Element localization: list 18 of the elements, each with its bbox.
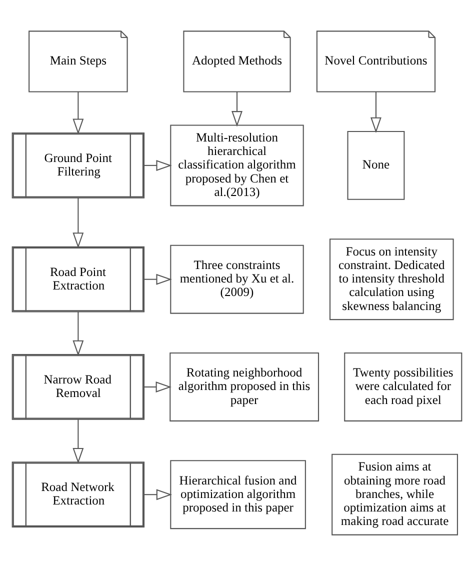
node-box: Rotating neighborhood algorithm proposed in this paper bbox=[170, 352, 320, 421]
node-box: Multi-resolution hierarchical classification algorithm proposed by Chen et al.(2013) bbox=[170, 124, 304, 206]
node-box: Fusion aims at obtaining more road branches, while optimization aims at making road accurate bbox=[332, 453, 458, 535]
node-box: None bbox=[347, 130, 405, 200]
arrow bbox=[144, 159, 172, 170]
arrow bbox=[370, 92, 382, 132]
arrow bbox=[72, 92, 84, 134]
arrow bbox=[72, 197, 84, 248]
arrow bbox=[72, 311, 84, 356]
arrow bbox=[144, 273, 172, 284]
node-box: Hierarchical fusion and optimization algorithm proposed in this paper bbox=[170, 460, 306, 529]
arrow bbox=[232, 92, 242, 126]
arrow bbox=[144, 380, 172, 392]
arrow bbox=[72, 418, 84, 464]
arrow bbox=[144, 488, 172, 500]
node-box: Focus on intensity constraint. Dedicated to intensity threshold calculation using skewness balancing bbox=[329, 238, 454, 320]
node-box: Twenty possibilities were calculated for each road pixel bbox=[344, 352, 462, 421]
node-box: Three constraints mentioned by Xu et al. (2009) bbox=[170, 244, 304, 314]
